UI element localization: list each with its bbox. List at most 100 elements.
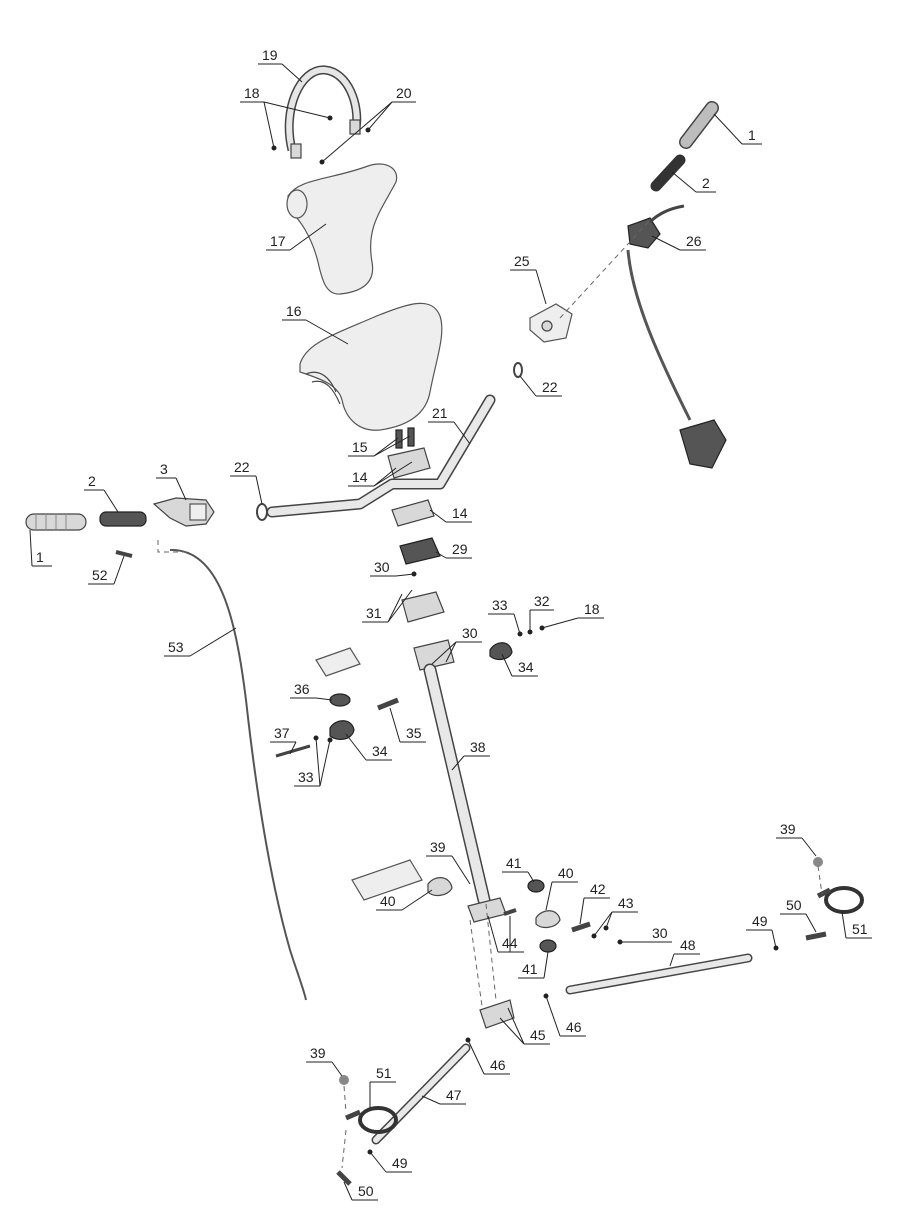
part-16-pad (299, 302, 443, 431)
part-51-spindle-left (345, 1106, 398, 1134)
svg-text:45: 45 (530, 1027, 546, 1043)
svg-text:38: 38 (470, 739, 486, 755)
svg-text:46: 46 (566, 1019, 582, 1035)
svg-text:53: 53 (168, 639, 184, 655)
callout-1-right: 1 (713, 113, 762, 145)
svg-text:30: 30 (462, 625, 478, 641)
part-25-block (529, 303, 573, 343)
svg-text:20: 20 (396, 85, 412, 101)
callout-1-left: 1 (29, 529, 52, 567)
callout-52: 52 (88, 555, 125, 585)
part-47-tie-rod-left (371, 1043, 471, 1145)
callout-15: 15 (348, 435, 411, 457)
part-26-lever (626, 204, 727, 469)
part-52-pin (115, 550, 133, 558)
callout-53: 53 (164, 627, 237, 657)
callout-51-right: 51 (841, 911, 872, 939)
callout-35: 35 (389, 707, 426, 743)
callout-2-left: 2 (84, 473, 119, 513)
part-35-pin (377, 697, 399, 711)
svg-text:47: 47 (446, 1087, 462, 1103)
callout-18-right: 18 (539, 601, 604, 631)
callout-47: 47 (421, 1087, 466, 1105)
callout-25: 25 (510, 253, 547, 305)
svg-text:35: 35 (406, 725, 422, 741)
part-50-joint-right (805, 931, 827, 941)
svg-text:14: 14 (352, 469, 368, 485)
svg-text:49: 49 (752, 913, 768, 929)
part-21-handlebar (266, 394, 496, 518)
svg-text:25: 25 (514, 253, 530, 269)
svg-text:50: 50 (786, 897, 802, 913)
callout-41-bottom: 41 (518, 951, 549, 979)
callout-39-mid: 39 (426, 839, 471, 885)
svg-text:18: 18 (584, 601, 600, 617)
svg-text:31: 31 (366, 605, 382, 621)
part-2-throttle-right (650, 154, 686, 192)
callout-22-left: 22 (230, 459, 263, 505)
callout-3: 3 (156, 461, 187, 501)
callout-14-lower: 14 (429, 505, 472, 523)
callout-30-mid: 30 (431, 625, 482, 665)
svg-text:51: 51 (852, 921, 868, 937)
svg-text:1: 1 (36, 549, 44, 565)
svg-text:15: 15 (352, 439, 368, 455)
svg-text:33: 33 (298, 769, 314, 785)
part-22-clip-left (256, 503, 268, 521)
callout-14-upper: 14 (348, 461, 413, 487)
part-2-throttle-left (99, 511, 147, 527)
svg-text:34: 34 (372, 743, 388, 759)
part-31-lower-block (413, 639, 455, 671)
callout-46-right: 46 (543, 993, 586, 1037)
callout-40-left: 40 (376, 889, 433, 911)
callout-38: 38 (451, 739, 490, 771)
svg-text:51: 51 (376, 1065, 392, 1081)
svg-text:21: 21 (432, 405, 448, 421)
callout-33-lower: 33 (294, 735, 333, 787)
part-1-grip-right (679, 101, 719, 149)
callout-49-left: 49 (367, 1149, 412, 1173)
part-41-washer-bottom (539, 939, 557, 953)
svg-text:14: 14 (452, 505, 468, 521)
svg-text:30: 30 (374, 559, 390, 575)
svg-text:17: 17 (270, 233, 286, 249)
callout-36: 36 (290, 681, 333, 701)
svg-text:48: 48 (680, 937, 696, 953)
svg-text:49: 49 (392, 1155, 408, 1171)
svg-text:39: 39 (430, 839, 446, 855)
svg-text:40: 40 (380, 893, 396, 909)
callout-22-right: 22 (519, 375, 562, 397)
callout-21: 21 (428, 405, 471, 445)
part-34-bracket-right (489, 642, 513, 661)
part-39-cap-right (813, 857, 823, 867)
svg-text:19: 19 (262, 47, 278, 63)
part-34-bracket-left (329, 720, 355, 740)
callout-39-left: 39 (306, 1045, 343, 1077)
callout-51-left: 51 (369, 1065, 396, 1108)
callout-44: 44 (487, 915, 524, 953)
svg-text:29: 29 (452, 541, 468, 557)
svg-text:43: 43 (618, 895, 634, 911)
callout-43: 43 (591, 895, 638, 939)
callout-37: 37 (270, 725, 297, 755)
svg-text:39: 39 (780, 821, 796, 837)
frame-upper-sketch (315, 647, 361, 677)
svg-text:16: 16 (286, 303, 302, 319)
part-42-pin (571, 921, 591, 933)
callout-20: 20 (319, 85, 416, 165)
callout-2-right: 2 (671, 171, 716, 193)
svg-text:26: 26 (686, 233, 702, 249)
part-45-pivot (479, 999, 515, 1029)
svg-text:41: 41 (522, 961, 538, 977)
callout-34-right: 34 (501, 653, 538, 677)
svg-text:42: 42 (590, 881, 606, 897)
part-39-cap-left (339, 1075, 349, 1085)
callout-17: 17 (266, 223, 327, 251)
svg-text:50: 50 (358, 1183, 374, 1199)
callout-33-upper: 33 (488, 597, 523, 637)
part-17-cover (286, 163, 398, 295)
callout-18-top: 18 (240, 85, 333, 151)
callout-42: 42 (579, 881, 610, 925)
part-19-strap (284, 65, 362, 159)
svg-text:52: 52 (92, 567, 108, 583)
